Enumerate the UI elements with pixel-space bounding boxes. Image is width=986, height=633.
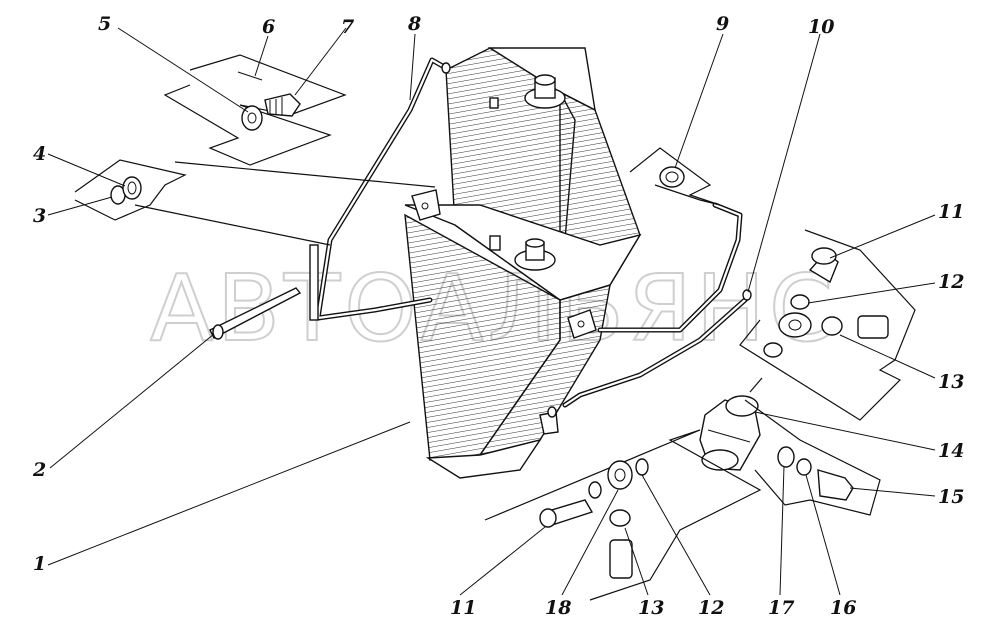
callout-12-upper: 12 bbox=[938, 271, 964, 293]
callout-13-upper: 13 bbox=[938, 371, 964, 393]
callout-3: 3 bbox=[33, 205, 46, 227]
callouts: 5 6 7 8 9 10 4 3 2 1 11 12 13 14 15 16 1… bbox=[32, 13, 964, 619]
callout-16: 16 bbox=[830, 597, 856, 619]
group-frame-15-17 bbox=[744, 399, 881, 516]
callout-9: 9 bbox=[716, 13, 729, 35]
leader-lines bbox=[47, 27, 936, 596]
group-frame-9 bbox=[629, 147, 721, 206]
tank bbox=[404, 47, 642, 479]
callout-13-lower: 13 bbox=[638, 597, 664, 619]
tube-9 bbox=[597, 202, 743, 333]
callout-1: 1 bbox=[33, 553, 46, 575]
callout-6: 6 bbox=[262, 16, 275, 38]
callout-10: 10 bbox=[808, 16, 834, 38]
callout-5: 5 bbox=[98, 13, 111, 35]
fitting-14 bbox=[699, 377, 763, 471]
group-frame-11-18-lower bbox=[484, 429, 762, 601]
callout-8: 8 bbox=[407, 13, 421, 35]
callout-7: 7 bbox=[341, 16, 354, 38]
group-frame-11-13-upper bbox=[739, 229, 916, 421]
callout-2: 2 bbox=[32, 459, 46, 481]
callout-15: 15 bbox=[938, 486, 964, 508]
group-frame-3-4 bbox=[74, 159, 436, 246]
callout-14: 14 bbox=[938, 440, 964, 462]
callout-11-upper: 11 bbox=[938, 201, 964, 223]
tube-10 bbox=[547, 289, 752, 418]
group-frame-5-7 bbox=[163, 54, 347, 166]
callout-4: 4 bbox=[33, 143, 46, 165]
callout-17: 17 bbox=[768, 597, 794, 619]
callout-12-lower: 12 bbox=[698, 597, 724, 619]
callout-11-lower: 11 bbox=[450, 597, 476, 619]
callout-18: 18 bbox=[545, 597, 571, 619]
tube-8 bbox=[309, 57, 451, 321]
